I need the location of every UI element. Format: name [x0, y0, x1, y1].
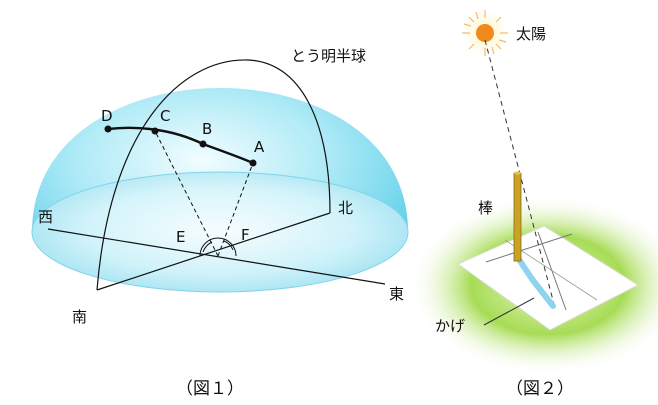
stick-top: [514, 171, 521, 175]
shadow-label: かげ: [435, 317, 465, 335]
label-d: D: [101, 107, 113, 125]
figure1: とう明半球 D C B A E F 西 北 南 東 （図１）: [31, 47, 409, 399]
figure2-caption: （図２）: [506, 379, 574, 399]
horizon-plane: [32, 172, 408, 292]
label-north: 北: [338, 199, 353, 217]
point-c: [151, 127, 159, 135]
label-a: A: [254, 138, 265, 156]
board-line-ew: [485, 233, 573, 263]
stick: [513, 172, 522, 262]
label-east: 東: [389, 285, 404, 303]
hemisphere-label: とう明半球: [291, 47, 366, 65]
sun-label: 太陽: [516, 25, 546, 43]
angle-arc-f: [223, 240, 234, 251]
dashed-line-center-a: [217, 162, 254, 257]
figure2: 太陽 棒 かげ （図２）: [408, 10, 658, 399]
horizon-outline: [31, 171, 409, 293]
point-b: [199, 140, 207, 148]
label-b: B: [202, 120, 212, 138]
label-west: 西: [38, 208, 53, 226]
label-c: C: [160, 107, 170, 125]
angle-arc-e: [202, 241, 213, 253]
angle-arc-base: [199, 237, 237, 257]
sun-disc: [476, 24, 494, 42]
south-north-line: [96, 212, 331, 291]
label-e: E: [176, 228, 185, 246]
dashed-line-center-c: [154, 130, 219, 257]
sun-icon: [462, 10, 508, 56]
label-f: F: [241, 226, 250, 244]
shadow-leader-line: [483, 297, 535, 326]
label-south: 南: [72, 308, 87, 326]
point-d: [104, 125, 112, 133]
stick-shadow: [515, 255, 556, 309]
stick-label: 棒: [478, 199, 493, 217]
point-a: [249, 159, 257, 167]
meridian-arc: [96, 59, 331, 291]
figure1-caption: （図１）: [176, 379, 244, 399]
